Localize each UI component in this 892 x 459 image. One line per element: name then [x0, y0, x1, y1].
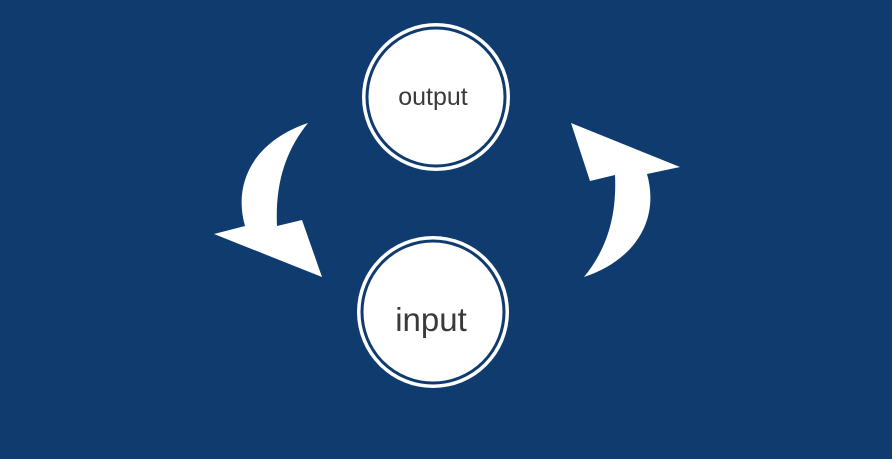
node-output-label: output — [398, 83, 468, 111]
arrow-output-to-input — [214, 123, 322, 277]
node-output: output — [362, 23, 510, 171]
node-input-circle — [360, 239, 506, 385]
node-input-label: input — [395, 301, 467, 338]
arrow-input-to-output — [571, 123, 680, 277]
node-output-circle — [365, 26, 507, 168]
node-input: input — [357, 236, 509, 388]
